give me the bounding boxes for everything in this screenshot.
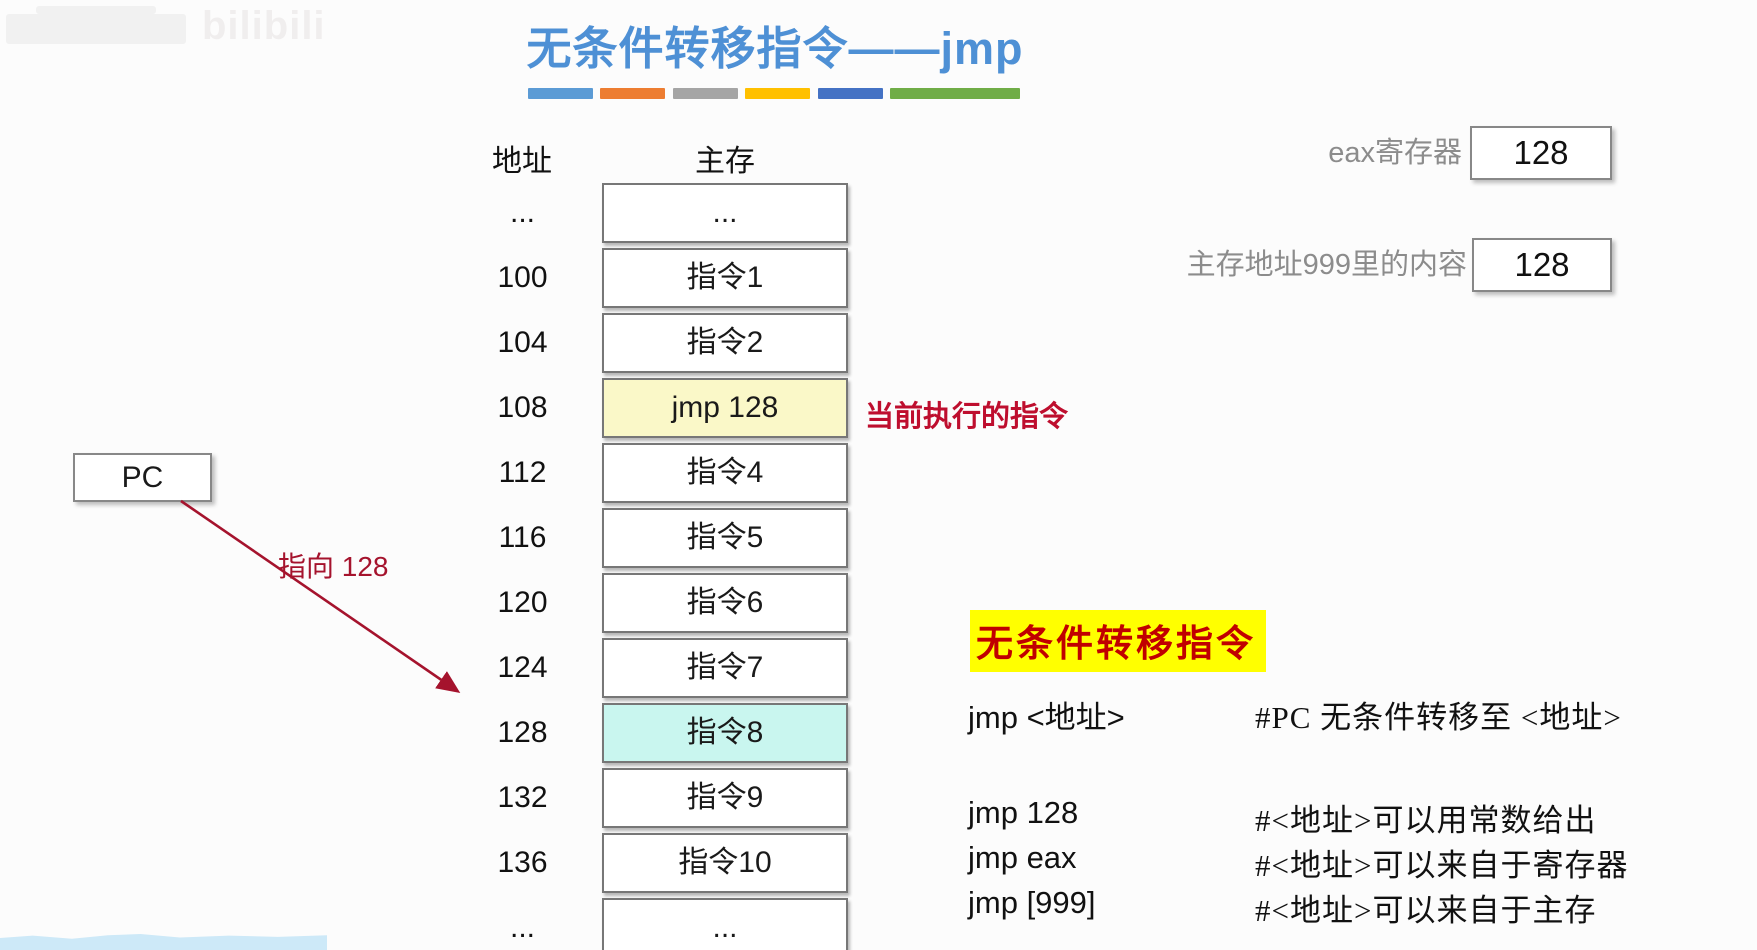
address-column-header: 地址 <box>492 145 552 178</box>
legend-code: jmp eax <box>968 840 1077 875</box>
divider-bar <box>673 88 738 99</box>
legend-comment: #<地址>可以来自于主存 <box>1255 893 1597 928</box>
memory-address: 108 <box>497 391 548 424</box>
memory-cell: 指令5 <box>602 508 848 568</box>
memory-cell: jmp 128 <box>602 378 848 438</box>
memory-cell: 指令9 <box>602 768 848 828</box>
pc-register-box: PC <box>73 453 212 502</box>
memory-cell: 指令8 <box>602 703 848 763</box>
legend-heading: 无条件转移指令 <box>970 610 1266 672</box>
legend-line: jmp 128 #<地址>可以用常数给出 <box>968 795 1748 839</box>
divider-bar <box>745 88 810 99</box>
memory-999-value: 128 <box>1472 238 1612 292</box>
memory-cell: 指令6 <box>602 573 848 633</box>
memory-cell: 指令4 <box>602 443 848 503</box>
legend-comment: #<地址>可以来自于寄存器 <box>1255 848 1629 883</box>
legend-code: jmp 128 <box>968 795 1079 830</box>
memory-cell: ... <box>602 898 848 950</box>
divider-bar <box>600 88 665 99</box>
legend-line: jmp <地址> #PC 无条件转移至 <地址> <box>968 692 1748 736</box>
memory-cell: 指令1 <box>602 248 848 308</box>
memory-address: 112 <box>498 456 547 489</box>
divider-bar <box>890 88 1020 99</box>
bilibili-logo: bilibili <box>202 4 326 48</box>
memory-address: 136 <box>497 846 548 879</box>
legend-code: jmp <地址> <box>968 700 1125 735</box>
divider-bars <box>0 88 1757 100</box>
memory-999-label: 主存地址999里的内容 <box>1186 249 1467 281</box>
eax-register-value: 128 <box>1470 126 1612 180</box>
memory-cell: 指令10 <box>602 833 848 893</box>
memory-cell: 指令7 <box>602 638 848 698</box>
watermark: bilibili <box>6 4 336 56</box>
memory-address: 128 <box>497 716 548 749</box>
bottom-blue-strip <box>0 934 327 950</box>
memory-address: 124 <box>497 651 548 684</box>
memory-address: ... <box>509 196 535 229</box>
legend-comment: #<地址>可以用常数给出 <box>1255 803 1597 838</box>
memory-column-header: 主存 <box>695 145 755 178</box>
memory-address: 132 <box>497 781 548 814</box>
legend-line: jmp [999] #<地址>可以来自于主存 <box>968 885 1748 929</box>
legend-code: jmp [999] <box>968 885 1096 920</box>
arrow-label: 指向 128 <box>278 551 389 582</box>
legend-line: jmp eax #<地址>可以来自于寄存器 <box>968 840 1748 884</box>
divider-bar <box>818 88 883 99</box>
memory-address: 100 <box>497 261 548 294</box>
memory-cell: ... <box>602 183 848 243</box>
memory-address: 120 <box>497 586 548 619</box>
memory-address: 104 <box>497 326 548 359</box>
page-title: 无条件转移指令——jmp <box>526 23 1024 74</box>
watermark-smudge <box>6 14 186 44</box>
legend-comment: #PC 无条件转移至 <地址> <box>1255 700 1622 735</box>
current-instruction-note: 当前执行的指令 <box>865 401 1069 433</box>
memory-address: 116 <box>498 521 547 554</box>
memory-cell: 指令2 <box>602 313 848 373</box>
memory-address: ... <box>509 911 535 944</box>
watermark-smudge <box>36 6 156 14</box>
divider-bar <box>528 88 593 99</box>
eax-register-label: eax寄存器 <box>1328 137 1462 169</box>
